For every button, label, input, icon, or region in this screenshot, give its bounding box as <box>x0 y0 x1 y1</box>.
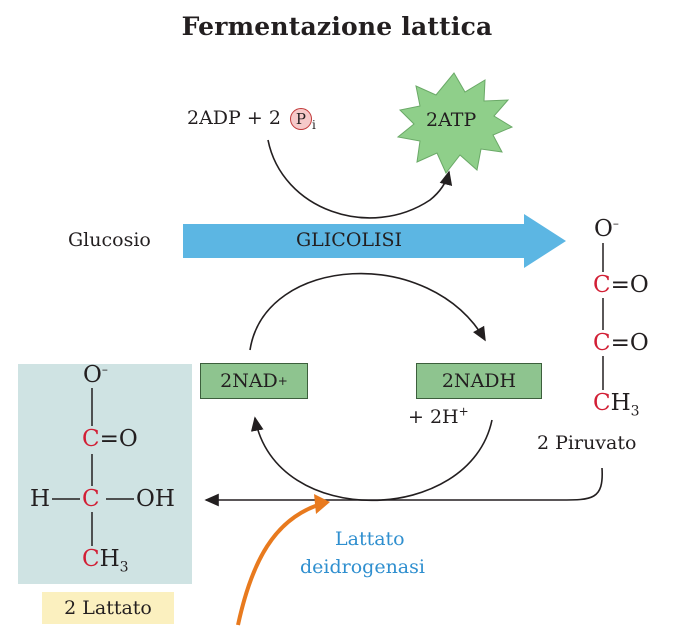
lactate-methyl: CH3 <box>82 546 129 576</box>
lactate-name: 2 Lattato <box>42 592 174 624</box>
nadh-to-nad-arc <box>250 416 493 502</box>
enzyme-name-line2: deidrogenasi <box>300 556 425 578</box>
glycolysis-arrow-icon <box>183 214 566 268</box>
glucose-label: Glucosio <box>68 229 151 251</box>
lactate-carbon-2: C <box>82 486 100 512</box>
lactate-carbon-1: C=O <box>82 426 138 452</box>
protons-charge: + <box>458 404 469 419</box>
atp-label: 2ATP <box>426 109 477 131</box>
lactate-o-minus: O– <box>83 362 108 388</box>
pyruvate-carbon-2: C=O <box>593 330 649 356</box>
adp-to-atp-arc <box>267 139 453 219</box>
lactate-bonds <box>52 388 134 546</box>
pyruvate-carbon-1: C=O <box>593 272 649 298</box>
protons-text: + 2H <box>408 406 459 428</box>
pyruvate-methyl: CH3 <box>593 390 640 420</box>
nadh-text: 2NADH <box>441 370 517 392</box>
lactate-hydroxyl: OH <box>136 486 175 512</box>
pi-subscript: i <box>311 117 316 132</box>
diagram-title: Fermentazione lattica <box>181 12 493 41</box>
starburst-icon <box>396 72 514 174</box>
adp-text: 2ADP + 2 <box>187 107 281 129</box>
pyruvate-to-lactate-arrow <box>204 467 603 507</box>
nadh-box: 2NADH <box>416 363 542 399</box>
pyruvate-name: 2 Piruvato <box>537 432 637 454</box>
nad-box: 2NAD+ <box>200 363 308 399</box>
lactate-hydrogen: H <box>30 486 51 512</box>
circle-p-icon: P <box>289 108 312 130</box>
enzyme-name-line1: Lattato <box>335 528 405 550</box>
protons-label: + 2H+ <box>408 406 469 428</box>
lactate-panel <box>18 364 192 584</box>
pyruvate-o-minus: O– <box>594 216 619 242</box>
glycolysis-label: GLICOLISI <box>296 229 403 251</box>
enzyme-arrow-icon <box>236 503 319 626</box>
nad-text: 2NAD <box>220 370 278 392</box>
nad-to-nadh-arc <box>249 272 486 351</box>
